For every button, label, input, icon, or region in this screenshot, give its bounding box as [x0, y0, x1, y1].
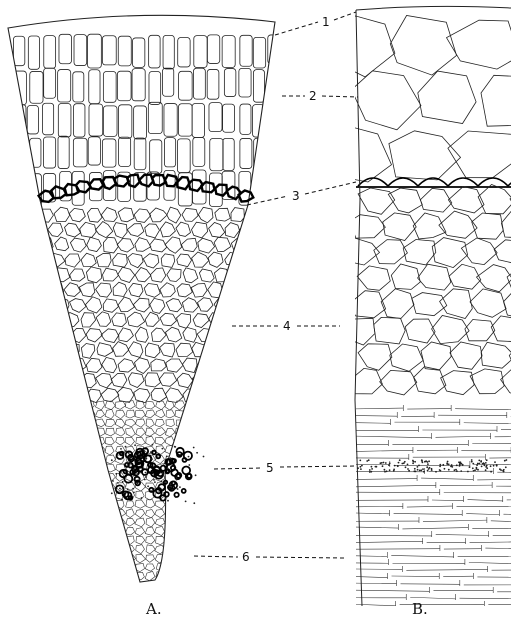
label-1-group: 1 — [275, 12, 356, 35]
panel-a-section — [8, 15, 282, 582]
label-6: 6 — [242, 550, 250, 564]
label-3: 3 — [292, 189, 300, 203]
label-3-group: 3 — [247, 182, 356, 205]
label-4: 4 — [283, 319, 291, 333]
label-5: 5 — [266, 461, 274, 475]
label-5-group: 5 — [214, 461, 357, 475]
label-4-group: 4 — [232, 319, 340, 333]
caption-a: A. — [145, 600, 162, 618]
label-2: 2 — [309, 89, 317, 103]
label-2-group: 2 — [282, 89, 358, 103]
label-1: 1 — [322, 15, 330, 29]
label-6-group: 6 — [194, 550, 345, 564]
caption-b: B. — [412, 600, 428, 618]
